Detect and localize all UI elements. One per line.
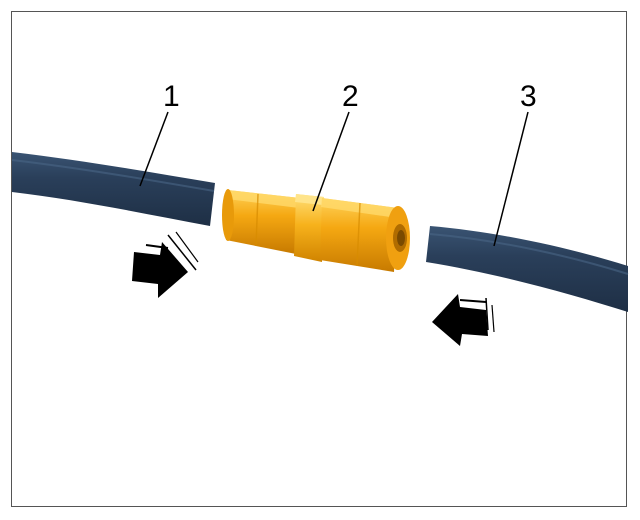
right-line-segment: [426, 226, 629, 312]
leader-line-1: [139, 111, 169, 187]
left-line-segment: [11, 152, 215, 226]
arrow-left-icon: [432, 294, 495, 346]
brass-connector: [222, 189, 410, 272]
leader-line-3: [493, 111, 529, 247]
arrow-right-icon: [132, 231, 199, 298]
callout-2: 2: [342, 80, 359, 113]
callout-3: 3: [520, 80, 537, 113]
leader-line-2: [312, 111, 350, 212]
callout-1: 1: [163, 80, 180, 113]
